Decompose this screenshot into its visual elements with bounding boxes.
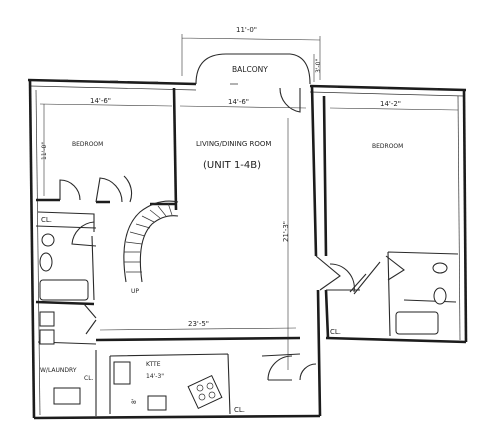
tub-right — [395, 311, 439, 335]
laundry-label: W/LAUNDRY — [40, 367, 77, 374]
left-closet-label: CL. — [41, 216, 52, 224]
balcony: BALCONY 11'-0" 3'-0" — [181, 26, 322, 85]
toilet-right — [432, 262, 448, 274]
balcony-depth-dim: 3'-0" — [315, 59, 322, 73]
laundry-tub — [53, 387, 81, 405]
spiral-stair: UP — [123, 200, 179, 295]
kitchen-dim: 14'-3" — [146, 373, 164, 380]
sink-left — [41, 233, 55, 247]
left-bedroom-depth: 11'-0" — [41, 142, 48, 160]
washer — [39, 311, 55, 327]
kitchen-closet-label: CL. — [234, 406, 245, 414]
kitchen-sink — [147, 395, 167, 411]
sink-right — [433, 287, 447, 305]
tub-left — [39, 279, 89, 301]
living-width: 14'-6" — [228, 98, 249, 106]
unit-label: (UNIT 1-4B) — [203, 160, 261, 171]
dryer — [39, 329, 55, 345]
fixtures — [39, 233, 448, 411]
right-bedroom-width: 14'-2" — [380, 100, 401, 108]
right-closet-label: CL. — [330, 328, 341, 336]
room-labels: 14'-6" 14'-6" 14'-2" 11'-0" BEDROOM LIVI… — [40, 97, 403, 414]
balcony-label: BALCONY — [232, 65, 268, 74]
left-bedroom-width: 14'-6" — [90, 97, 111, 105]
laundry-closet-label: CL. — [84, 375, 94, 382]
refrigerator — [113, 361, 131, 385]
living-label: LIVING/DINING ROOM — [196, 140, 271, 148]
toilet-left — [39, 252, 53, 272]
doors — [59, 87, 405, 381]
kitchen-range — [187, 374, 223, 410]
exterior-walls — [27, 78, 468, 420]
living-length-dim: 21'-3" — [282, 221, 290, 242]
kitchen-side-dim: 8' — [131, 398, 138, 404]
stair-label: UP — [131, 288, 139, 295]
living-lower-dim: 23'-5" — [188, 320, 209, 328]
kitchen-label: KTTE — [146, 361, 161, 368]
interior-walls — [35, 87, 459, 416]
right-bedroom-label: BEDROOM — [372, 143, 403, 150]
dimension-lines — [39, 103, 459, 370]
balcony-width-dim: 11'-0" — [236, 26, 257, 34]
left-bedroom-label: BEDROOM — [72, 141, 103, 148]
